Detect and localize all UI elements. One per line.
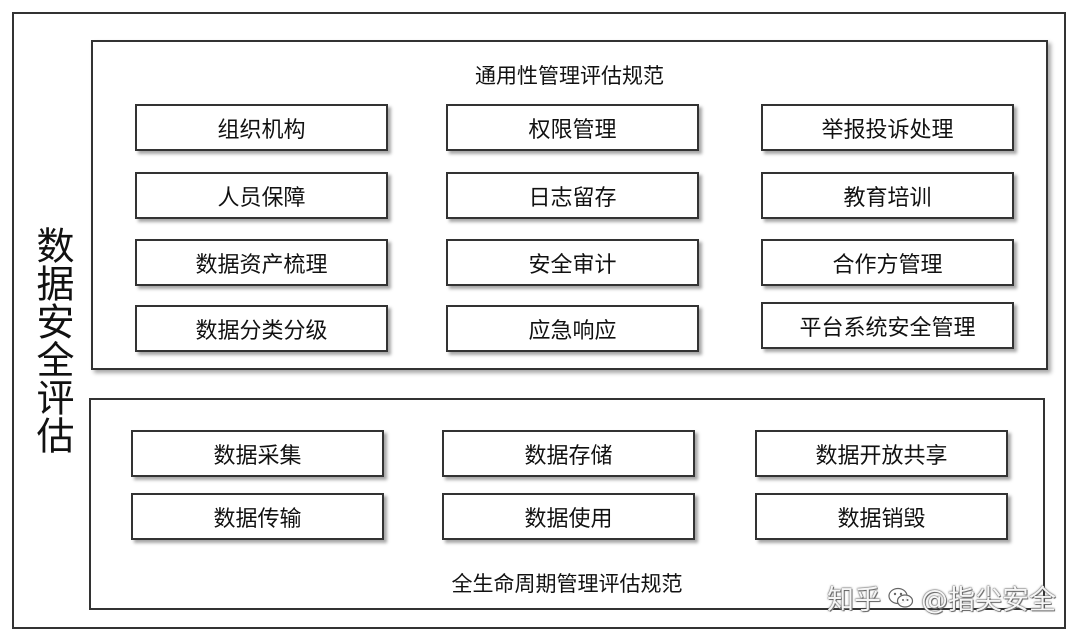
item-security-audit: 安全审计 [446,239,699,286]
item-data-usage: 数据使用 [442,493,695,540]
wechat-logo-icon [888,587,914,608]
watermark: 知乎 @指尖安全 [827,578,1056,617]
item-emergency-response: 应急响应 [446,305,699,352]
lifecycle-management-panel: 数据采集 数据存储 数据开放共享 数据传输 数据使用 数据销毁 全生命周期管理评… [89,398,1045,610]
item-org-structure: 组织机构 [135,104,388,151]
side-title: 数据安全评估 [30,226,74,454]
item-data-classification: 数据分类分级 [135,305,388,352]
item-partner-management: 合作方管理 [761,239,1014,286]
item-personnel-assurance: 人员保障 [135,172,388,219]
item-permission-management: 权限管理 [446,104,699,151]
item-data-destruction: 数据销毁 [755,493,1008,540]
item-education-training: 教育培训 [761,172,1014,219]
watermark-name: @指尖安全 [921,585,1056,616]
general-management-panel: 通用性管理评估规范 组织机构 权限管理 举报投诉处理 人员保障 日志留存 教育培… [91,40,1048,370]
watermark-prefix: 知乎 [827,585,881,616]
item-data-collection: 数据采集 [131,430,384,477]
item-data-sharing: 数据开放共享 [755,430,1008,477]
item-data-storage: 数据存储 [442,430,695,477]
item-platform-security: 平台系统安全管理 [761,302,1014,349]
lifecycle-management-title: 全生命周期管理评估规范 [451,572,683,596]
item-log-retention: 日志留存 [446,172,699,219]
item-data-transmission: 数据传输 [131,493,384,540]
item-complaint-handling: 举报投诉处理 [761,104,1014,151]
item-data-asset-inventory: 数据资产梳理 [135,239,388,286]
general-management-title: 通用性管理评估规范 [475,64,664,88]
